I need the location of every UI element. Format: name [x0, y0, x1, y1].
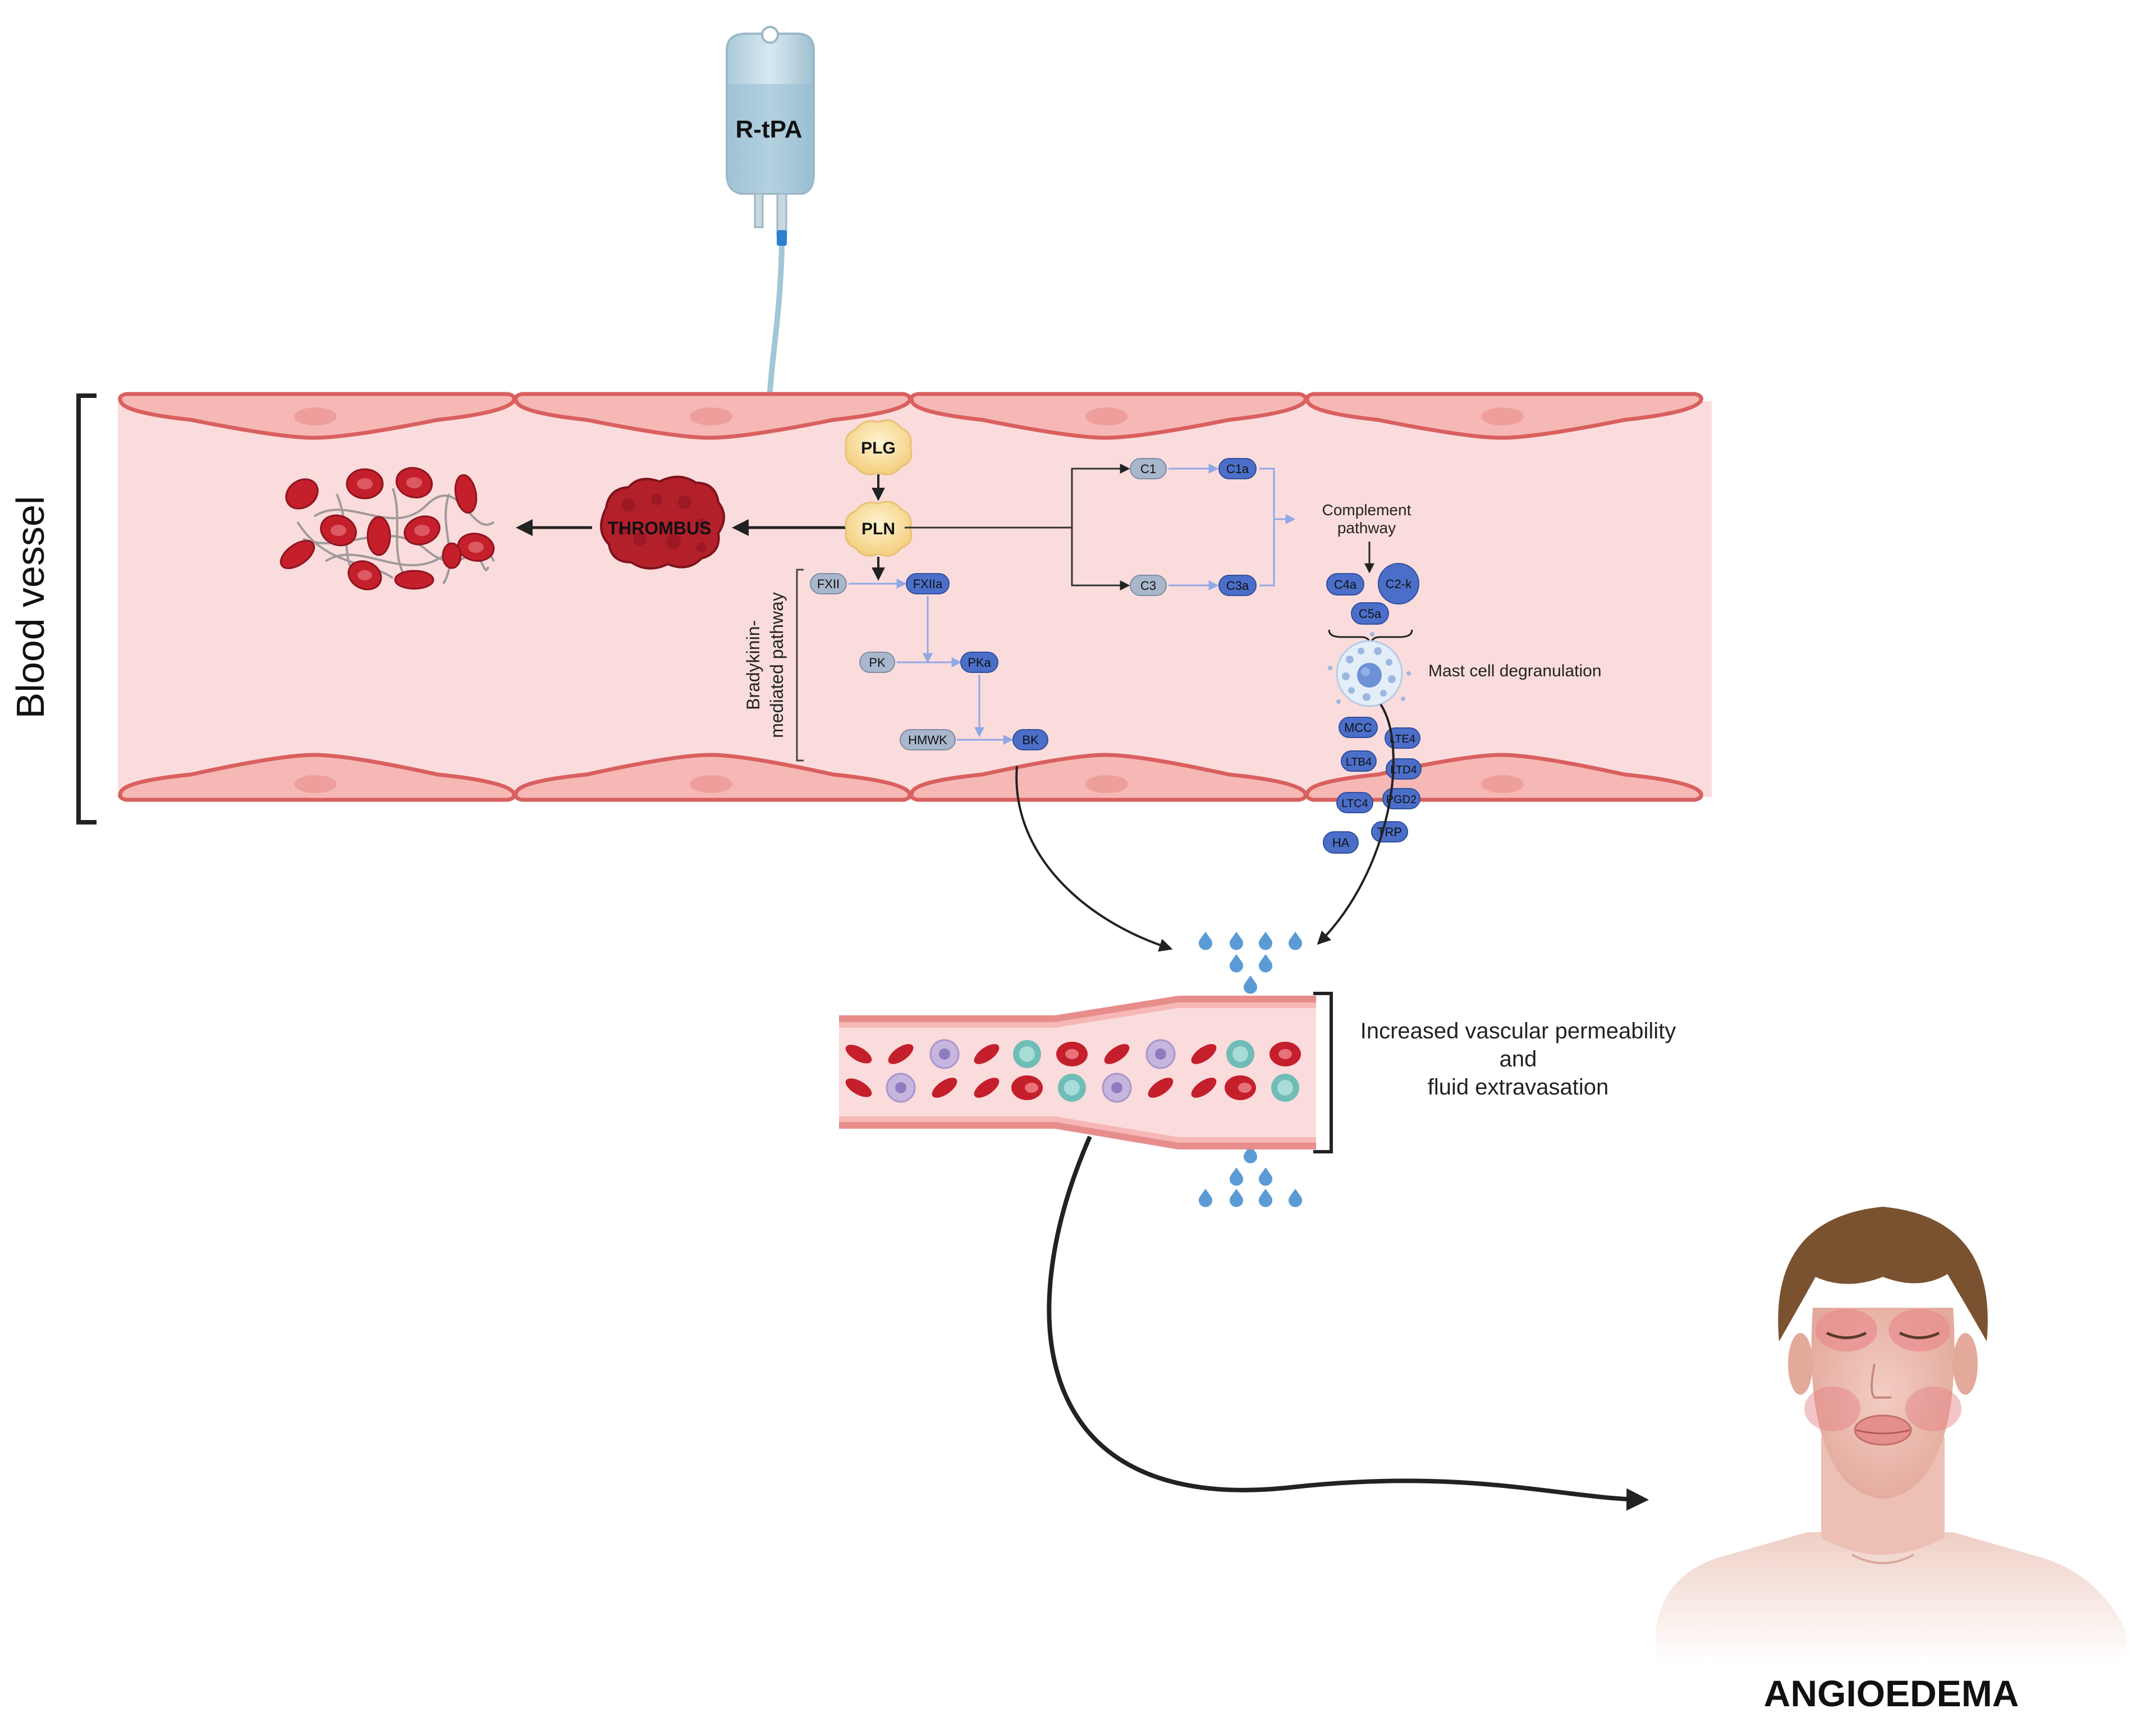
c3-label: C3 — [1140, 579, 1156, 593]
mediator-lte4: LTE4 — [1385, 727, 1420, 749]
complement-label-line2: pathway — [1337, 519, 1396, 537]
ltd4-label: LTD4 — [1390, 764, 1417, 776]
plg-label: PLG — [861, 439, 896, 457]
fxiia-label: FXIIa — [913, 577, 943, 591]
mast-to-permeability-arrow — [1317, 703, 1395, 945]
droplets-bottom — [1199, 1145, 1303, 1207]
permeability-bracket — [1313, 992, 1333, 1153]
pgd2-label: PGD2 — [1386, 794, 1417, 806]
mast-cell-label: Mast cell degranulation — [1428, 662, 1602, 680]
c1-node: C1 — [1130, 458, 1167, 479]
blood-vessel-label: Blood vessel — [8, 496, 52, 719]
fxii-node: FXII — [810, 573, 847, 594]
hmwk-node: HMWK — [900, 729, 956, 750]
mcc-label: MCC — [1344, 721, 1372, 735]
permeability-to-angioedema-arrow — [1047, 1135, 1649, 1511]
c2k-label: C2-k — [1386, 577, 1412, 591]
vessel-cells — [845, 1039, 1301, 1103]
iv-label: R-tPA — [736, 116, 803, 143]
mast-cell — [1328, 632, 1411, 707]
ha-label: HA — [1332, 836, 1350, 850]
droplets-top — [1199, 932, 1303, 994]
c2k-node: C2-k — [1378, 563, 1419, 604]
bradykinin-label-line2: mediated pathway — [767, 592, 787, 738]
permeability-line3: fluid extravasation — [1428, 1075, 1608, 1100]
pk-node: PK — [859, 652, 895, 673]
mediator-mcc: MCC — [1339, 717, 1378, 738]
bradykinin-label-line1: Bradykinin- — [743, 620, 763, 710]
fxiia-node: FXIIa — [906, 573, 950, 594]
c5a-label: C5a — [1359, 607, 1382, 621]
c4a-label: C4a — [1334, 578, 1357, 592]
mediator-trp: TRP — [1371, 821, 1408, 842]
complement-bracket-arrow — [1259, 468, 1296, 587]
lte4-label: LTE4 — [1390, 733, 1415, 745]
c4a-node: C4a — [1326, 573, 1364, 596]
ltb4-label: LTB4 — [1346, 756, 1372, 768]
blood-vessel-bracket: Blood vessel — [8, 393, 97, 825]
c3a-label: C3a — [1226, 579, 1249, 593]
c5a-node: C5a — [1351, 602, 1389, 625]
permeability-line1: Increased vascular permeability — [1360, 1019, 1676, 1043]
permeable-vessel — [839, 996, 1316, 1149]
patient-face — [1656, 1207, 2127, 1661]
complement-label-line1: Complement — [1322, 501, 1411, 519]
c1a-node: C1a — [1218, 458, 1257, 479]
angioedema-label: ANGIOEDEMA — [1764, 1673, 2019, 1714]
bk-label: BK — [1022, 733, 1039, 747]
thrombus: THROMBUS — [600, 475, 725, 570]
fxii-label: FXII — [817, 577, 840, 591]
plg-node: PLG — [845, 419, 913, 475]
c1a-label: C1a — [1226, 462, 1249, 476]
mediator-ha: HA — [1323, 831, 1359, 854]
pka-node: PKa — [960, 652, 998, 673]
pln-to-complement-lines — [905, 464, 1130, 590]
c3-node: C3 — [1130, 575, 1167, 596]
bk-to-permeability-arrow — [1015, 766, 1173, 952]
thrombus-label: THROMBUS — [608, 518, 712, 538]
mediator-ltb4: LTB4 — [1341, 750, 1377, 772]
c3a-node: C3a — [1218, 575, 1257, 596]
bradykinin-bracket: Bradykinin- mediated pathway — [743, 569, 804, 762]
hmwk-label: HMWK — [908, 733, 947, 747]
mediator-ltd4: LTD4 — [1386, 758, 1422, 780]
ltc4-label: LTC4 — [1341, 798, 1368, 810]
pln-label: PLN — [861, 520, 895, 538]
c1-label: C1 — [1140, 462, 1156, 476]
iv-bag: R-tPA — [726, 26, 876, 493]
pln-node: PLN — [845, 501, 913, 557]
bk-node: BK — [1012, 729, 1048, 750]
mediator-ltc4: LTC4 — [1336, 792, 1373, 813]
pka-label: PKa — [968, 656, 991, 670]
fibrin-clot — [279, 467, 495, 590]
permeability-line2: and — [1500, 1047, 1537, 1071]
pk-label: PK — [869, 656, 886, 670]
